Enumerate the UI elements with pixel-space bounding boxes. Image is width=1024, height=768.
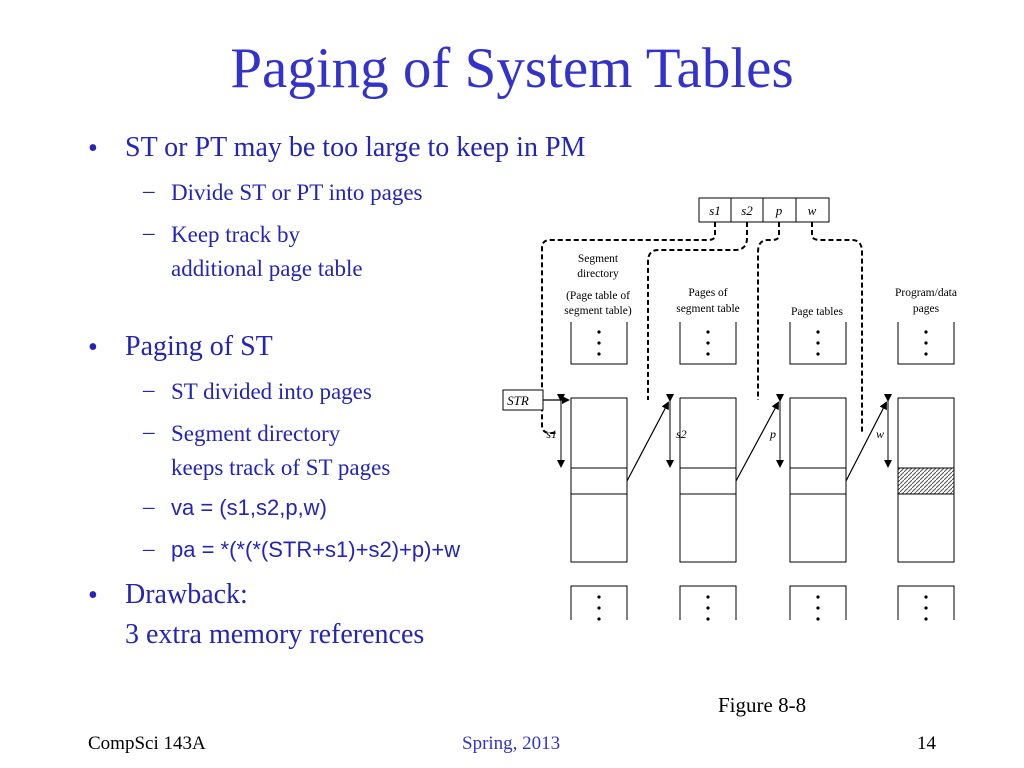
- offset-label-s1: s1: [546, 427, 557, 441]
- footer-course: CompSci 143A: [88, 733, 206, 754]
- col2-line1: Pages of: [688, 287, 727, 299]
- bullet-2-text: Paging of ST: [125, 331, 273, 362]
- dash-marker: –: [143, 377, 155, 402]
- bullet-marker: •: [88, 580, 98, 611]
- col2-line2: segment table: [676, 303, 740, 315]
- sub-2-1-text: ST divided into pages: [171, 379, 372, 404]
- col1-line3: (Page table of: [566, 290, 630, 302]
- col3-line1: Page tables: [791, 306, 844, 318]
- sub-1-2-line2: additional page table: [171, 256, 363, 281]
- va-field-p: p: [775, 203, 783, 218]
- dash-marker: –: [143, 536, 155, 561]
- memory-columns: [570, 322, 955, 620]
- va-field-s2: s2: [741, 203, 753, 218]
- offset-arrows: [557, 394, 892, 468]
- virtual-address-box: [698, 197, 830, 223]
- pa-formula: pa = *(*(*(STR+s1)+s2)+p)+w: [171, 537, 461, 562]
- str-label: STR: [507, 393, 529, 408]
- bullet-1-text: ST or PT may be too large to keep in PM: [125, 132, 586, 163]
- str-register: [502, 389, 570, 411]
- ellipsis-dots: [597, 330, 928, 621]
- offset-label-p: p: [769, 427, 776, 441]
- offset-label-w: w: [876, 427, 884, 441]
- column-heading-program-data-pages: Program/data pages: [895, 287, 957, 315]
- col4-line2: pages: [913, 303, 940, 315]
- bullet-marker: •: [88, 133, 98, 164]
- sub-2-2-line2: keeps track of ST pages: [171, 455, 391, 480]
- dash-marker: –: [143, 178, 155, 203]
- sub-2-2-line1: Segment directory: [171, 421, 341, 446]
- sub-1-1-text: Divide ST or PT into pages: [171, 180, 423, 205]
- va-field-w: w: [808, 203, 817, 218]
- dash-marker: –: [143, 220, 155, 245]
- column-heading-segment-directory: Segment directory (Page table of segment…: [564, 253, 632, 317]
- col1-line2: directory: [577, 268, 619, 280]
- va-formula: va = (s1,s2,p,w): [171, 495, 327, 520]
- sub-1-2-line1: Keep track by: [171, 222, 300, 247]
- bullet-3-line2: 3 extra memory references: [125, 619, 425, 650]
- dash-marker: –: [143, 494, 155, 519]
- col4-line1: Program/data: [895, 287, 957, 299]
- dash-marker: –: [143, 419, 155, 444]
- va-field-s1: s1: [709, 203, 721, 218]
- offset-label-s2: s2: [676, 427, 687, 441]
- bullet-marker: •: [88, 332, 98, 363]
- col1-line4: segment table): [564, 305, 632, 317]
- pointer-arrows: [626, 401, 887, 482]
- bullet-3-line1: Drawback:: [125, 579, 248, 610]
- col1-line1: Segment: [578, 253, 619, 265]
- dashed-routing-lines: [541, 222, 863, 434]
- column-heading-page-tables: Page tables: [791, 306, 844, 318]
- figure-caption: Figure 8-8: [718, 693, 807, 717]
- column-heading-pages-of-segment-table: Pages of segment table: [676, 287, 740, 315]
- slide-number: 14: [917, 733, 936, 754]
- footer-term: Spring, 2013: [462, 733, 561, 754]
- slide-title: Paging of System Tables: [230, 37, 794, 100]
